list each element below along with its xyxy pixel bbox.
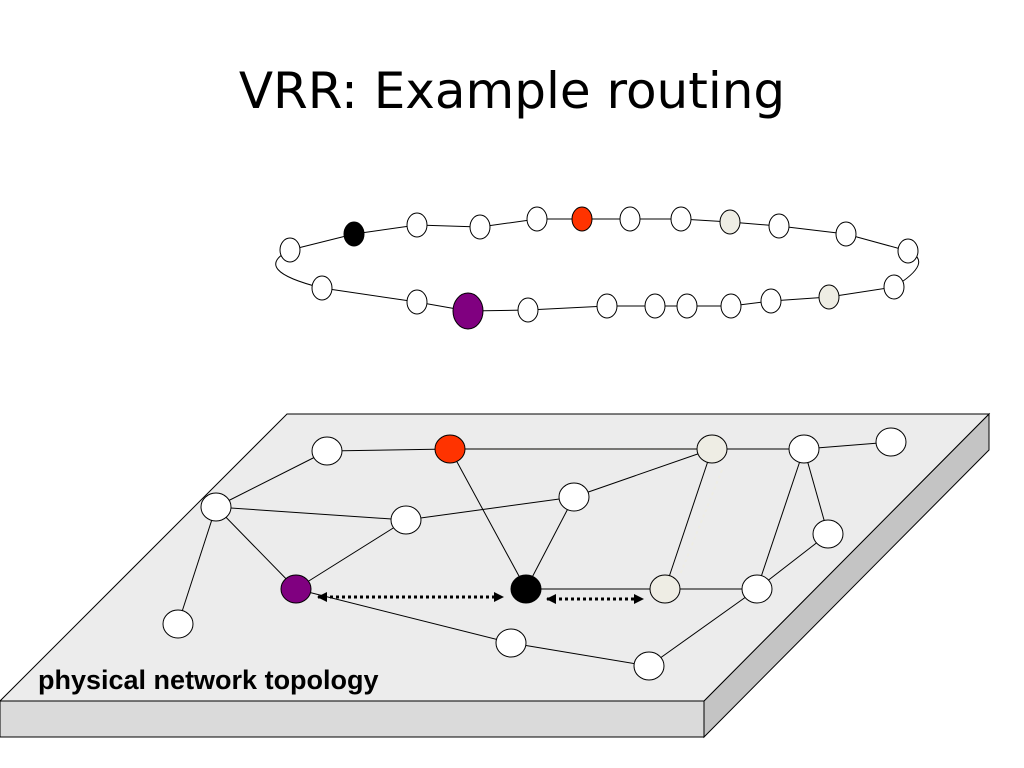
physical-node (390, 505, 422, 535)
plate-top (0, 413, 991, 702)
physical-node (162, 609, 194, 639)
ring-node-shaded (818, 284, 840, 310)
ring-node (469, 214, 491, 240)
ring-node (676, 293, 698, 319)
physical-node-shaded (696, 434, 728, 464)
link (525, 496, 575, 590)
plate-label: physical network topology (38, 665, 379, 695)
physical-node (558, 482, 590, 512)
ring-node (768, 213, 790, 239)
ring-node (897, 238, 919, 264)
ring-node-shaded (719, 209, 741, 235)
physical-node-source (280, 574, 312, 604)
physical-node (311, 436, 343, 466)
virtual-ring (275, 206, 920, 330)
ring-node (517, 297, 539, 323)
physical-node-destination (434, 434, 466, 464)
ring-node (835, 221, 857, 247)
ring-node (720, 293, 742, 319)
link (215, 506, 297, 590)
link (573, 448, 713, 498)
physical-node (495, 628, 527, 658)
slide-title: VRR: Example routing (238, 62, 786, 120)
physical-nodes (162, 427, 907, 681)
ring-node (526, 206, 548, 232)
link (405, 496, 575, 521)
link (215, 506, 407, 521)
routing-arrows (317, 592, 644, 604)
link (510, 642, 650, 667)
physical-node (812, 519, 844, 549)
link (177, 506, 217, 625)
ring-node (760, 288, 782, 314)
ring-node (670, 206, 692, 232)
ring-node (883, 274, 905, 300)
physical-node (788, 434, 820, 464)
ring-node (619, 206, 641, 232)
ring-node-relay (343, 221, 365, 247)
ring-node (406, 289, 428, 315)
physical-node (875, 427, 907, 457)
link (756, 448, 805, 590)
link (449, 448, 527, 590)
physical-node-shaded (649, 574, 681, 604)
link (664, 448, 713, 590)
link (679, 469, 723, 576)
link (215, 450, 328, 508)
link (803, 448, 829, 535)
physical-node (200, 492, 232, 522)
ring-node-source (452, 292, 484, 330)
physical-node (633, 651, 665, 681)
ring-node-destination (571, 206, 593, 232)
ring-node (311, 275, 333, 301)
ring-node (279, 237, 301, 263)
link (295, 519, 407, 590)
link (326, 448, 451, 452)
link (648, 588, 758, 667)
physical-plate (0, 412, 991, 739)
ring-node (596, 293, 618, 319)
ring-node (406, 212, 428, 238)
physical-node (741, 574, 773, 604)
ring-node (644, 293, 666, 319)
plate-front (0, 700, 705, 738)
physical-node-relay (510, 574, 542, 604)
